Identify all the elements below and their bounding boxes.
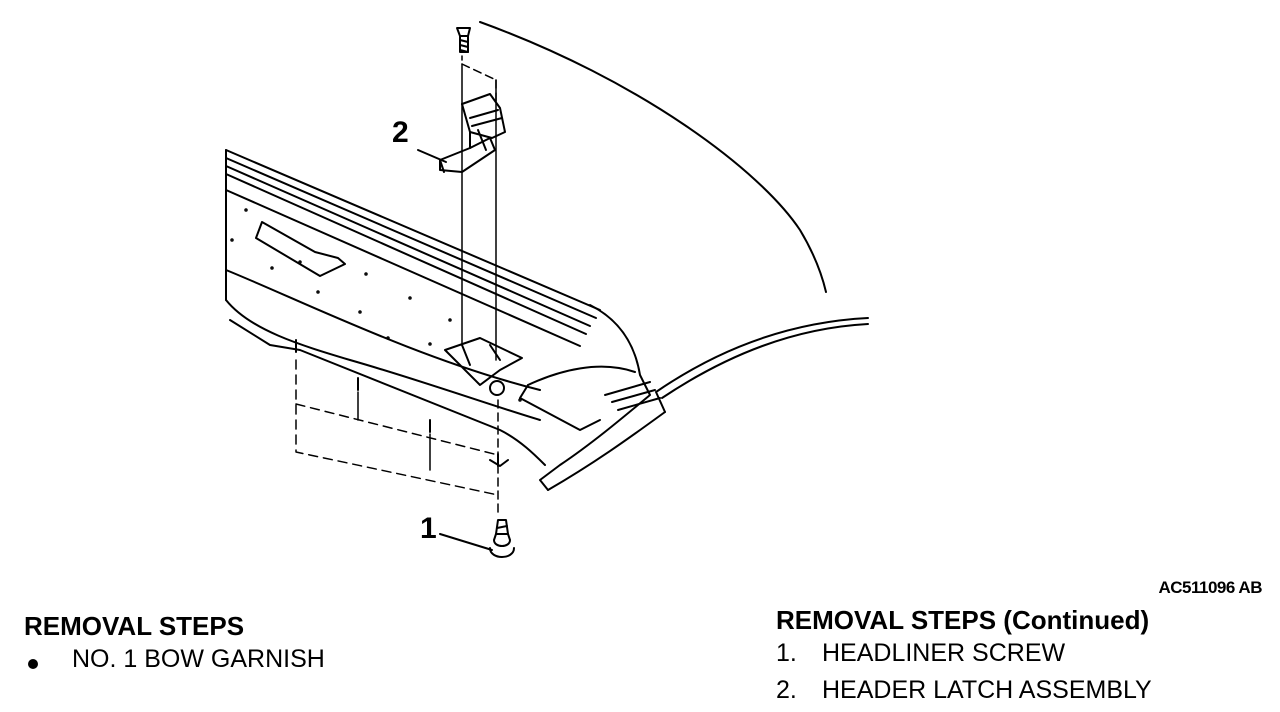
figure-code: AC511096 AB <box>1158 578 1263 597</box>
removal-step-item: 2. HEADER LATCH ASSEMBLY <box>776 678 1152 703</box>
header-panel-lower <box>225 269 541 391</box>
step-text: HEADLINER SCREW <box>822 639 1066 667</box>
callout-label-1: 1 <box>420 512 437 545</box>
removal-steps-heading: REMOVAL STEPS <box>24 611 245 641</box>
top-screw-icon <box>456 27 471 53</box>
pillar-trim <box>539 304 651 491</box>
headliner-screw-icon <box>489 519 515 558</box>
header-panel-top <box>225 149 601 311</box>
removal-step-item: NO. 1 BOW GARNISH <box>28 647 325 672</box>
callout-2-leader <box>417 149 447 163</box>
latch-mount <box>444 337 523 386</box>
callout-label-2: 2 <box>392 116 409 149</box>
callout-1-leader <box>439 533 493 551</box>
roof-front-edge <box>655 317 869 413</box>
panel-cutout <box>255 221 346 277</box>
bullet-icon <box>28 659 38 669</box>
roof-front-edge-inner <box>661 323 869 399</box>
removal-steps-continued-heading: REMOVAL STEPS (Continued) <box>776 605 1150 635</box>
step-number: 2. <box>776 676 797 704</box>
removal-step-item: 1. HEADLINER SCREW <box>776 641 1065 666</box>
step-text: HEADER LATCH ASSEMBLY <box>822 676 1152 704</box>
roof-outline <box>479 21 827 293</box>
removal-step-text: NO. 1 BOW GARNISH <box>72 645 325 673</box>
step-number: 1. <box>776 639 797 667</box>
header-panel-bottom <box>229 319 546 466</box>
header-latch-assembly <box>439 93 506 173</box>
